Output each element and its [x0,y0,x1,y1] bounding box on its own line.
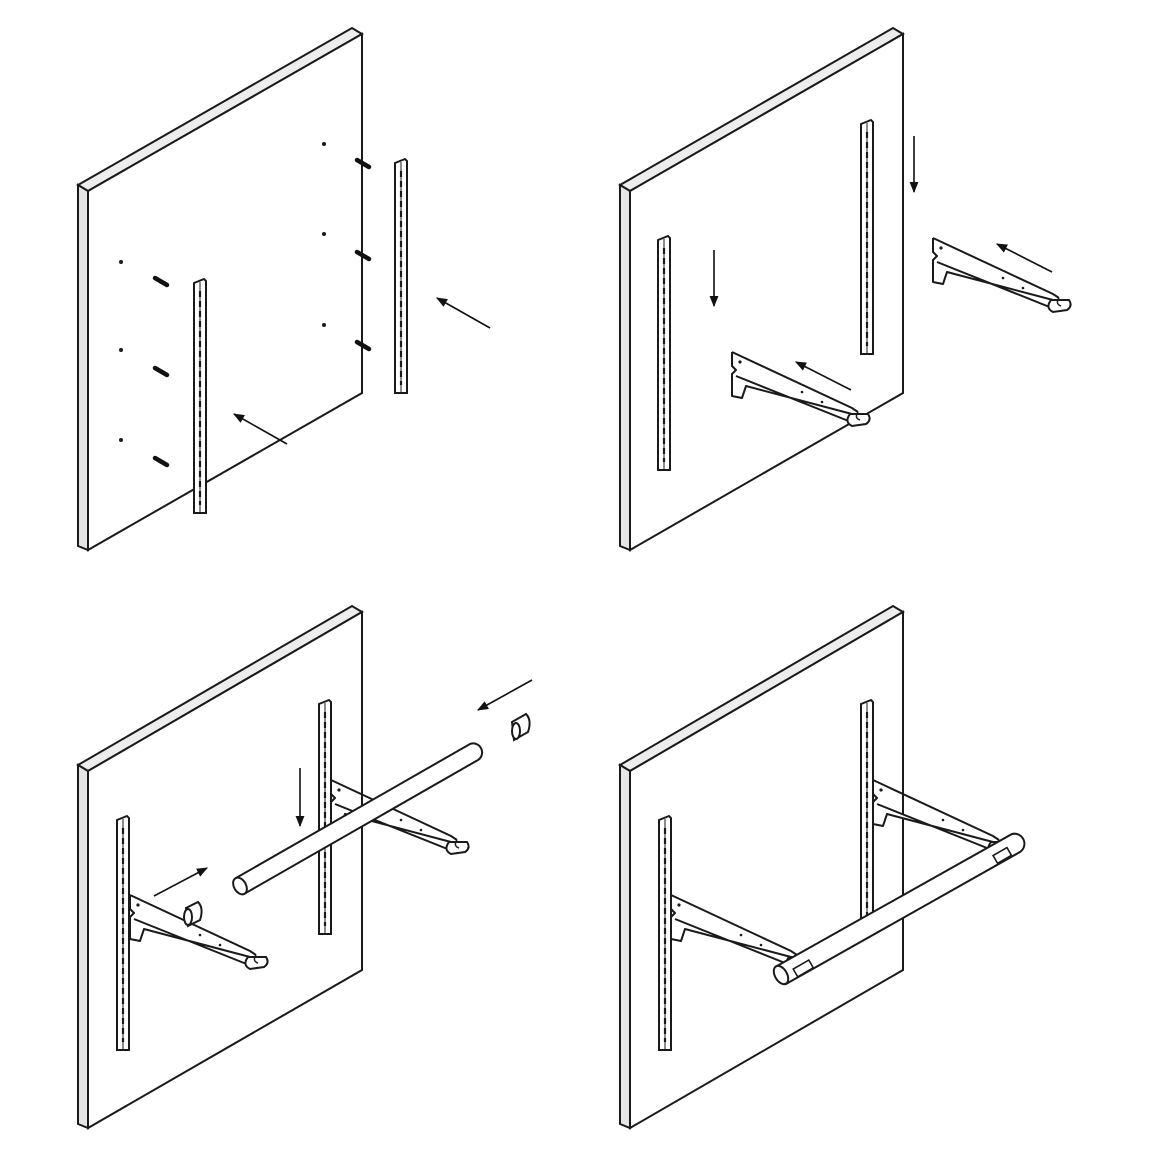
step-2-panel [618,26,1072,552]
wall-panel-side-edge [619,763,631,1130]
hanging-rod [772,832,1026,986]
upright-rail-left [115,814,131,1052]
insert-arrow-right [996,243,1053,273]
wall-panel-side-edge [619,183,631,552]
step-3-panel [76,604,533,1130]
insert-arrow-left [233,413,288,445]
rod-end-cap-left [183,900,203,928]
upright-rail-right [393,157,409,395]
insert-arrow-left [795,361,852,391]
upright-rail-right [859,118,875,356]
step-1-panel [76,26,491,552]
bracket-right [932,237,1072,313]
upright-rail-left [192,277,208,515]
wall-panel-face [87,32,363,552]
step-4-panel [618,604,1026,1130]
upright-rail-left [657,814,673,1052]
upright-rail-left [656,234,672,472]
rod-end-cap-right [510,712,531,742]
upright-rail-right [317,698,333,936]
hanging-rod [232,742,484,896]
wall-panel-face [629,32,904,552]
insert-arrow-cap-right [477,679,533,711]
insert-arrow-right [436,297,491,329]
wall-panel-side-edge [77,763,89,1130]
wall-panel-face [87,610,363,1130]
drill-holes [119,142,326,442]
wall-panel-side-edge [77,183,89,552]
wall-panel-face [629,610,904,1130]
upright-rail-right [859,698,875,936]
insert-arrow-cap-left [153,867,208,897]
